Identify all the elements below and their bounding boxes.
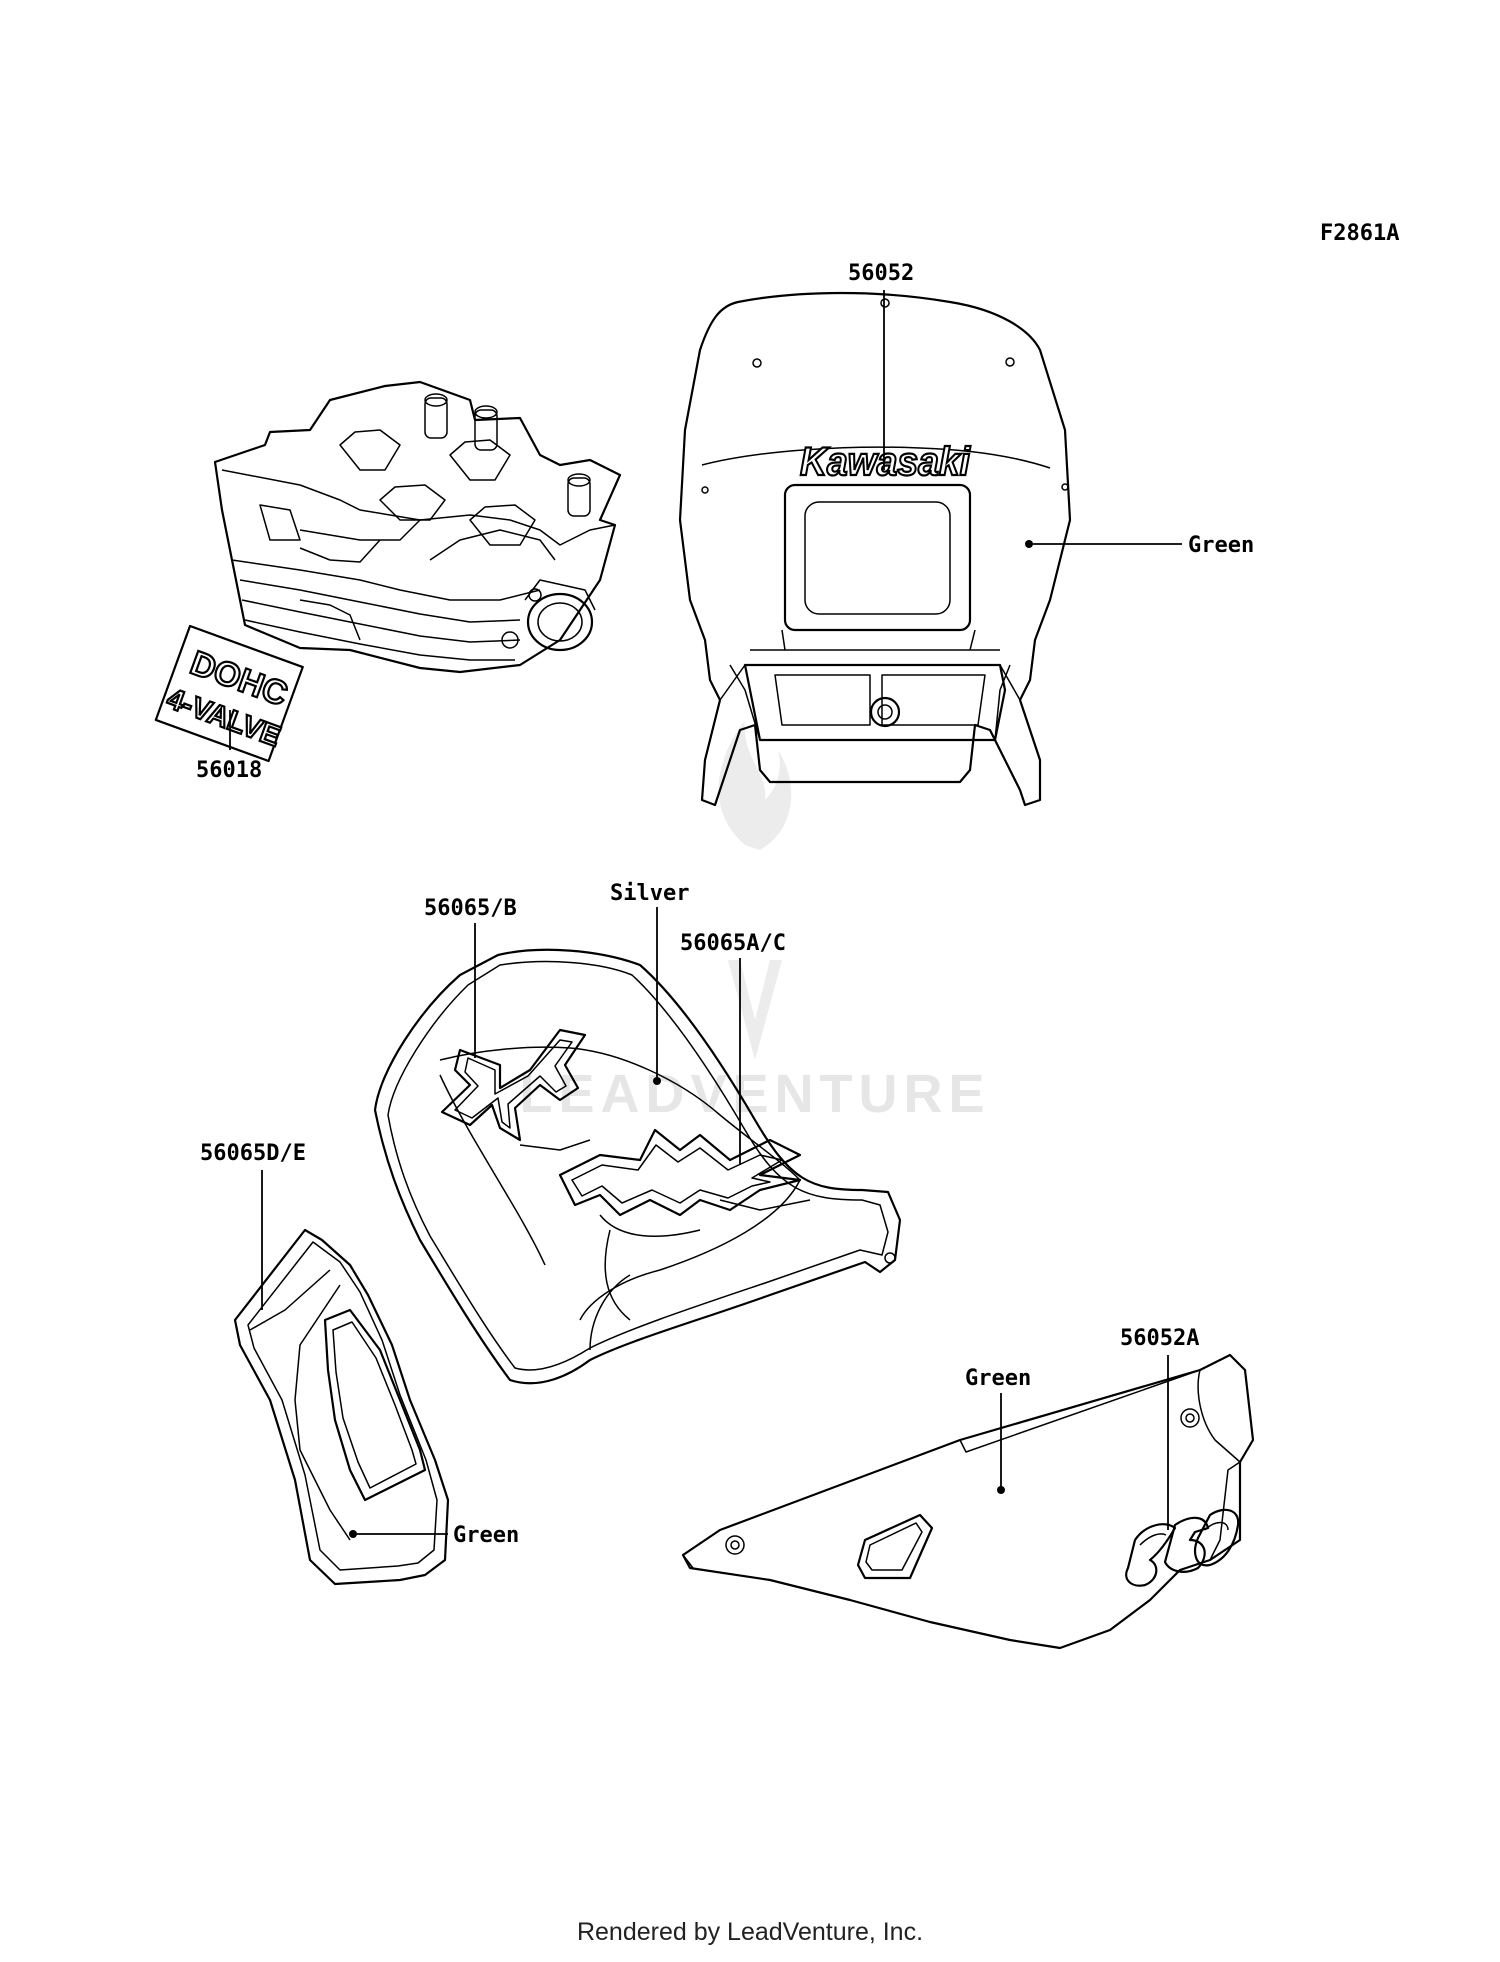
cowl-color-label: Green [1188, 533, 1254, 558]
footer-credit: Rendered by LeadVenture, Inc. [576, 1918, 924, 1946]
callout-56065-b: 56065/B [424, 896, 517, 921]
watermark-flame-icon [718, 720, 792, 850]
callout-56052: 56052 [848, 261, 914, 286]
callout-56065d-e: 56065D/E [200, 1141, 306, 1166]
tank-color-label: Silver [610, 881, 689, 906]
tank-decal-left [440, 1028, 591, 1151]
fuel-tank-illustration [373, 948, 902, 1385]
side-cover-650-decal [1125, 1508, 1240, 1587]
side-cover-illustration [681, 1353, 1255, 1650]
tank-decal-right [558, 1128, 811, 1321]
shroud-illustration [233, 1228, 450, 1586]
front-cowl-illustration [678, 291, 1072, 807]
callout-56018: 56018 [196, 758, 262, 783]
shroud-color-label: Green [453, 1523, 519, 1548]
callout-56052a: 56052A [1120, 1326, 1199, 1351]
figure-code: F2861A [1320, 221, 1399, 246]
kawasaki-logo: Kawasaki [800, 440, 971, 484]
watermark-text: LEADVENTURE [519, 1064, 990, 1124]
callout-56065a-c: 56065A/C [680, 931, 786, 956]
watermark: LEADVENTURE [519, 720, 990, 1124]
side-cover-color-label: Green [965, 1366, 1031, 1391]
cylinder-head-illustration [213, 380, 622, 674]
